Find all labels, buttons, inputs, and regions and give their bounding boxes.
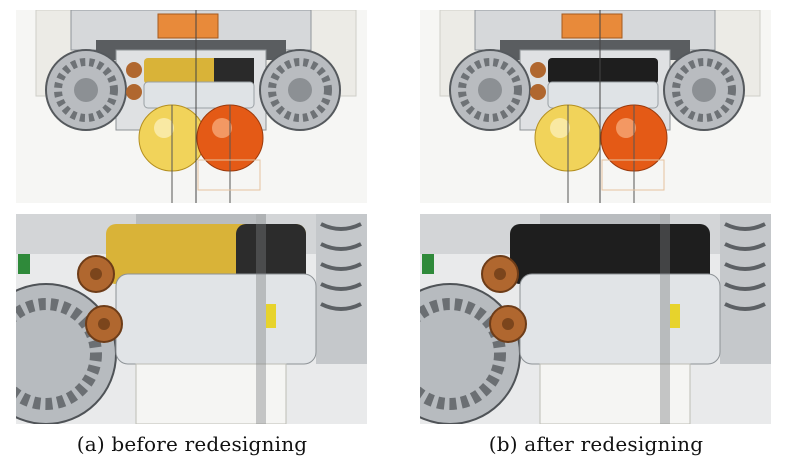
robot-overview-before xyxy=(16,10,367,203)
caption-before: (a) before redesigning xyxy=(76,432,308,456)
wheel-left xyxy=(449,49,531,131)
roller-closeup-before xyxy=(16,214,367,424)
wheel-right xyxy=(316,214,367,364)
panel-before-overview xyxy=(16,10,367,203)
caption-after: (b) after redesigning xyxy=(488,432,704,456)
panel-before-closeup xyxy=(16,214,367,424)
roller-closeup-after xyxy=(420,214,771,424)
roller xyxy=(510,224,710,284)
wheel-right xyxy=(720,214,771,364)
panel-after-closeup xyxy=(420,214,771,424)
panel-after-overview xyxy=(420,10,771,203)
wheel-left xyxy=(45,49,127,131)
wheel-right xyxy=(259,49,341,131)
wheel-right xyxy=(663,49,745,131)
roller xyxy=(548,58,658,84)
robot-overview-after xyxy=(420,10,771,203)
